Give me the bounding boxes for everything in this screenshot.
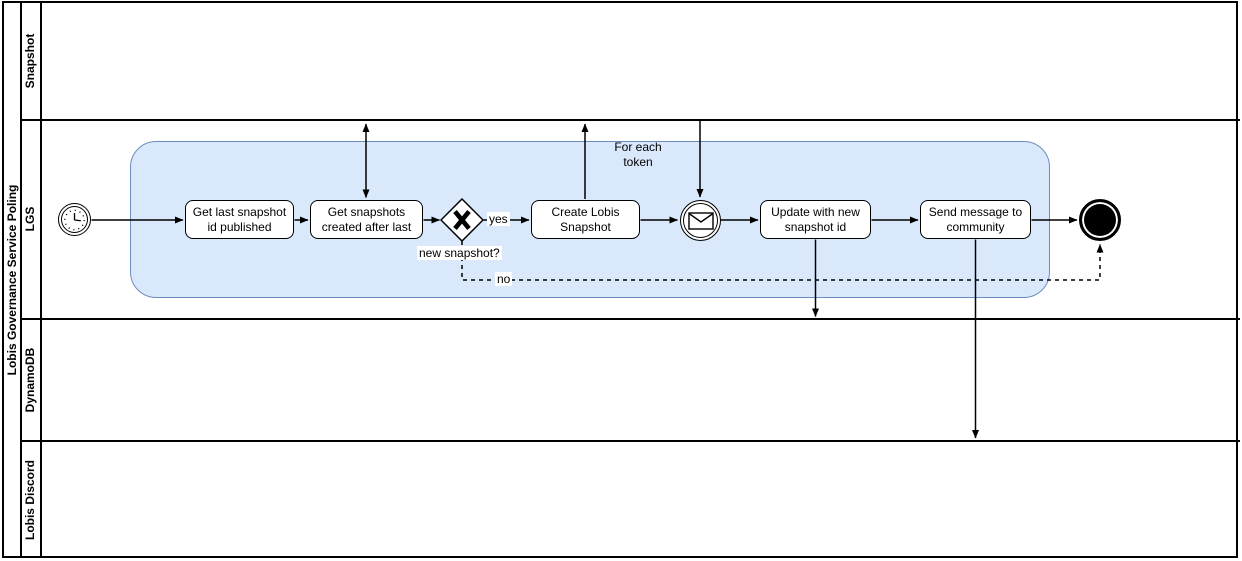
lane-divider-dynamodb-discord [20, 440, 1240, 442]
edge-label-for-each-token: For each token [614, 140, 662, 169]
lane-divider-lgs-dynamodb [20, 318, 1240, 320]
gateway-question-label: new snapshot? [417, 246, 502, 261]
terminate-end-event [1079, 199, 1121, 241]
timer-start-event [58, 203, 91, 236]
lane-label-lgs: LGS [23, 206, 37, 232]
task-label: Get snapshots created after last [321, 205, 412, 234]
envelope-icon [687, 211, 714, 230]
lane-divider-snapshot-lgs [20, 119, 1240, 121]
task-create-lobis-snapshot: Create Lobis Snapshot [531, 200, 640, 239]
lane-label-lobis-discord: Lobis Discord [23, 460, 37, 541]
message-catch-event [680, 200, 721, 241]
edge-label-yes: yes [487, 212, 510, 227]
task-get-last-snapshot-id: Get last snapshot id published [185, 200, 294, 239]
task-label: Update with new snapshot id [771, 205, 860, 234]
lane-label-divider [40, 2, 42, 558]
timer-event-ring [61, 206, 88, 233]
task-label: Get last snapshot id published [192, 205, 287, 234]
task-update-with-new-id: Update with new snapshot id [760, 200, 871, 239]
x-marker-icon [453, 210, 471, 230]
exclusive-gateway [440, 198, 484, 242]
clock-icon [64, 209, 85, 230]
task-label: Create Lobis Snapshot [551, 205, 620, 234]
lane-label-snapshot: Snapshot [23, 33, 37, 89]
task-send-message-community: Send message to community [920, 200, 1031, 239]
message-event-ring [683, 203, 718, 238]
task-get-snapshots-created: Get snapshots created after last [310, 200, 423, 239]
pool-title-divider [20, 2, 22, 558]
task-label: Send message to community [928, 205, 1023, 234]
pool-title: Lobis Governance Service Poling [5, 184, 19, 376]
edge-label-no: no [495, 272, 513, 287]
